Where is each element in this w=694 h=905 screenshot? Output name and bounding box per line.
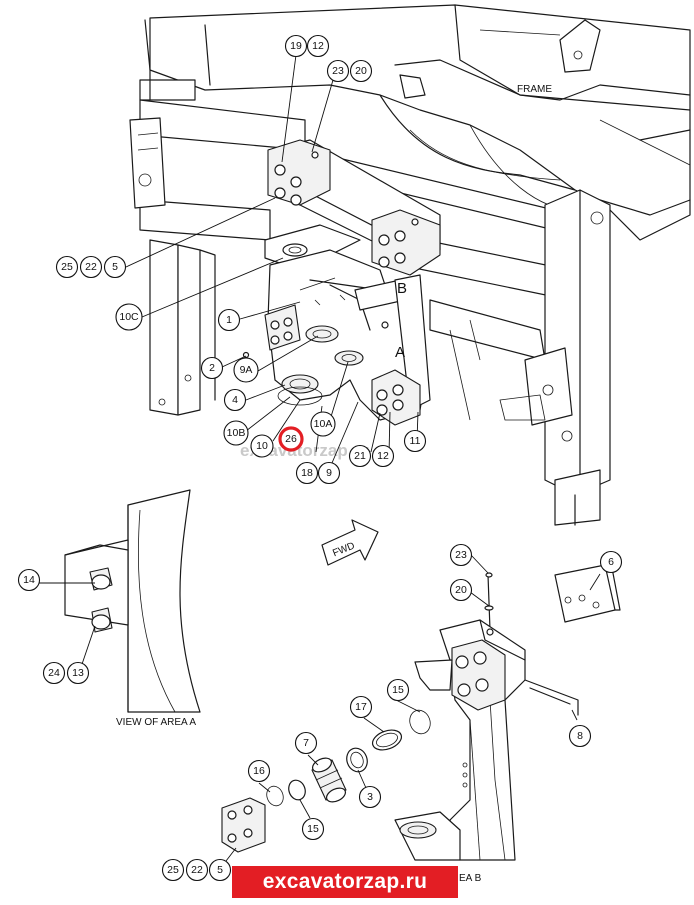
- callout-17[interactable]: 17: [349, 695, 373, 719]
- callout-22-lower[interactable]: 22: [185, 858, 209, 882]
- svg-text:25: 25: [167, 864, 179, 876]
- svg-text:8: 8: [577, 730, 583, 742]
- svg-text:9: 9: [326, 467, 332, 479]
- callout-19[interactable]: 19: [284, 34, 308, 58]
- svg-text:23: 23: [455, 549, 467, 561]
- callout-5-upper[interactable]: 5: [103, 255, 127, 279]
- callout-9[interactable]: 9: [317, 461, 341, 485]
- callout-1[interactable]: 1: [217, 308, 241, 332]
- machine-frame: [129, 4, 691, 526]
- callout-20-upper[interactable]: 20: [349, 59, 373, 83]
- svg-text:12: 12: [312, 40, 324, 52]
- callout-24[interactable]: 24: [42, 661, 66, 685]
- callout-23-lower[interactable]: 23: [449, 543, 473, 567]
- callout-3[interactable]: 3: [358, 785, 382, 809]
- svg-text:20: 20: [455, 584, 467, 596]
- svg-text:6: 6: [608, 556, 614, 568]
- svg-text:19: 19: [290, 40, 302, 52]
- callout-13[interactable]: 13: [66, 661, 90, 685]
- leader-lines: [38, 54, 601, 862]
- callout-12-lower[interactable]: 12: [371, 444, 395, 468]
- svg-text:23: 23: [332, 65, 344, 77]
- svg-text:3: 3: [367, 791, 373, 803]
- callout-21[interactable]: 21: [348, 444, 372, 468]
- callout-5-lower[interactable]: 5: [208, 858, 232, 882]
- svg-text:18: 18: [301, 467, 313, 479]
- callout-26-highlighted[interactable]: 26: [278, 426, 304, 452]
- svg-text:26: 26: [285, 433, 297, 445]
- callout-23-upper[interactable]: 23: [326, 59, 350, 83]
- callout-10a[interactable]: 10A: [310, 411, 336, 437]
- svg-text:21: 21: [354, 450, 366, 462]
- svg-text:7: 7: [303, 737, 309, 749]
- callout-2[interactable]: 2: [200, 356, 224, 380]
- svg-text:24: 24: [48, 667, 60, 679]
- svg-text:12: 12: [377, 450, 389, 462]
- svg-text:22: 22: [85, 261, 97, 273]
- callout-15-lower[interactable]: 15: [301, 817, 325, 841]
- svg-text:20: 20: [355, 65, 367, 77]
- callout-10c[interactable]: 10C: [115, 303, 143, 331]
- callout-12-upper[interactable]: 12: [306, 34, 330, 58]
- callout-25-upper[interactable]: 25: [55, 255, 79, 279]
- area-a-marker: A: [395, 344, 405, 361]
- area-b-marker: B: [397, 280, 407, 297]
- swing-frame-assembly: [242, 139, 441, 426]
- area-a-detail-view: VIEW OF AREA A: [64, 489, 201, 728]
- callout-25-lower[interactable]: 25: [161, 858, 185, 882]
- svg-text:13: 13: [72, 667, 84, 679]
- callout-15-upper[interactable]: 15: [386, 678, 410, 702]
- svg-text:4: 4: [232, 394, 238, 406]
- area-b-detail-view: EA B: [221, 564, 621, 884]
- view-area-b-label-tail: EA B: [459, 873, 482, 884]
- svg-text:14: 14: [23, 574, 35, 586]
- svg-text:2: 2: [209, 362, 215, 374]
- frame-label: FRAME: [517, 84, 552, 95]
- callout-7[interactable]: 7: [294, 731, 318, 755]
- view-area-a-label: VIEW OF AREA A: [116, 717, 196, 728]
- svg-text:10A: 10A: [314, 418, 333, 430]
- callout-6[interactable]: 6: [599, 550, 623, 574]
- brand-banner: excavatorzap.ru: [232, 866, 458, 898]
- callout-22-upper[interactable]: 22: [79, 255, 103, 279]
- callout-18[interactable]: 18: [295, 461, 319, 485]
- svg-text:5: 5: [112, 261, 118, 273]
- forward-arrow: FWD: [321, 519, 379, 566]
- callout-8[interactable]: 8: [568, 724, 592, 748]
- svg-text:22: 22: [191, 864, 203, 876]
- brand-banner-text: excavatorzap.ru: [262, 870, 428, 893]
- callout-4[interactable]: 4: [223, 388, 247, 412]
- svg-text:25: 25: [61, 261, 73, 273]
- callout-10[interactable]: 10: [250, 434, 274, 458]
- svg-text:11: 11: [410, 435, 421, 447]
- svg-text:5: 5: [217, 864, 223, 876]
- svg-text:1: 1: [226, 314, 232, 326]
- callout-14[interactable]: 14: [17, 568, 41, 592]
- callout-9a[interactable]: 9A: [233, 357, 259, 383]
- callout-16[interactable]: 16: [247, 759, 271, 783]
- callout-20-lower[interactable]: 20: [449, 578, 473, 602]
- svg-text:16: 16: [253, 765, 265, 777]
- svg-text:10B: 10B: [227, 427, 246, 439]
- svg-text:15: 15: [307, 823, 319, 835]
- svg-text:10: 10: [256, 440, 268, 452]
- callout-10b[interactable]: 10B: [223, 420, 249, 446]
- callout-11[interactable]: 11: [403, 429, 427, 453]
- svg-text:9A: 9A: [240, 364, 253, 376]
- svg-text:10C: 10C: [119, 311, 139, 323]
- svg-text:17: 17: [355, 701, 367, 713]
- svg-text:15: 15: [392, 684, 404, 696]
